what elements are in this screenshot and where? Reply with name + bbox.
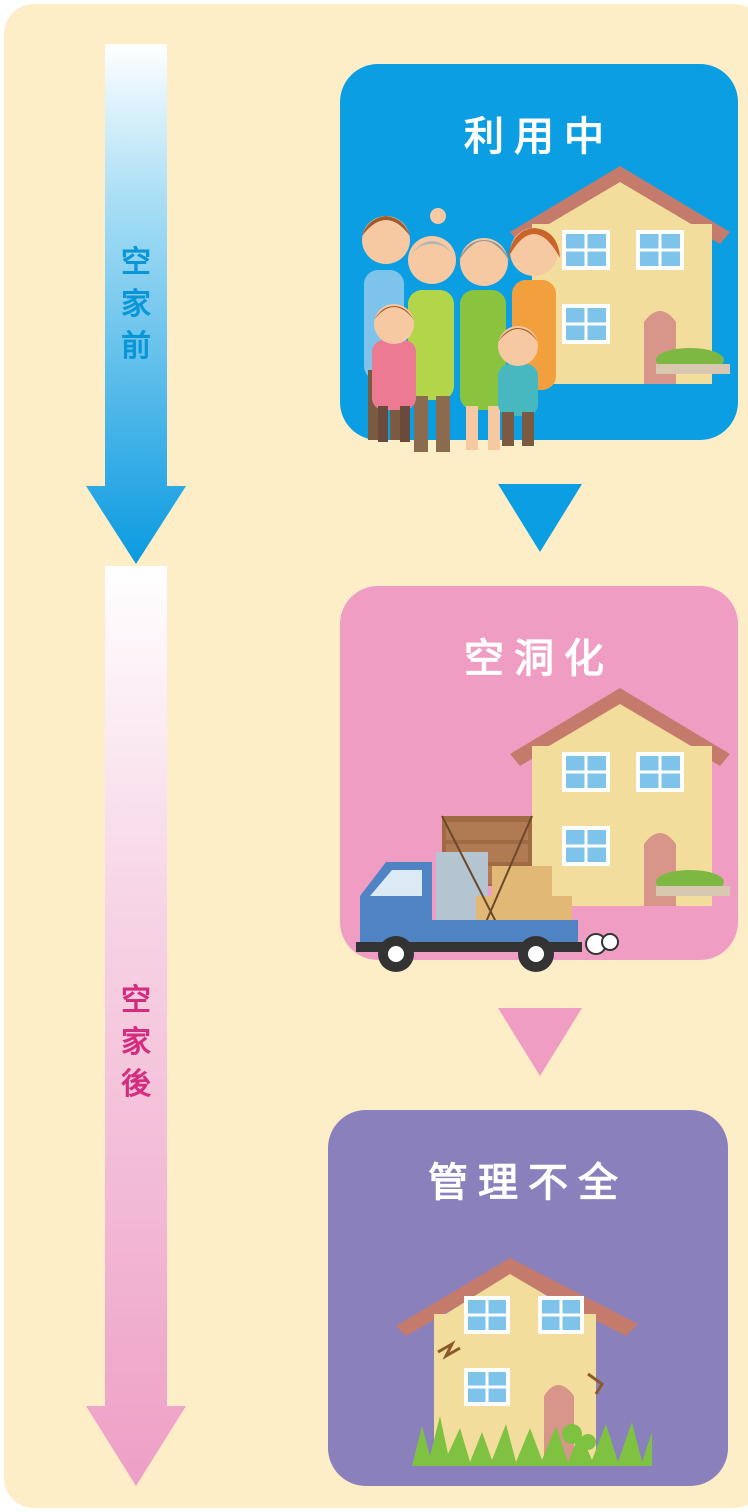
stage-card-poor-management: 管理不全: [328, 1110, 728, 1486]
family-icon: [362, 208, 560, 452]
stage-title-hollowing: 空洞化: [464, 636, 614, 682]
moving-truck-icon: [356, 815, 619, 972]
phase-arrow-before: [86, 44, 186, 564]
flow-arrow-2: [498, 1008, 582, 1076]
stage-title-in-use: 利用中: [464, 114, 614, 160]
phase-label-after: 空 家 後: [121, 983, 151, 1102]
stage-title-poor-management: 管理不全: [428, 1160, 628, 1206]
flow-arrow-1: [498, 484, 582, 552]
phase-label-before: 空 家 前: [121, 245, 151, 364]
neglected-house-icon: [396, 1258, 652, 1466]
phase-arrow-after: [86, 566, 186, 1486]
house-icon: [510, 688, 730, 906]
